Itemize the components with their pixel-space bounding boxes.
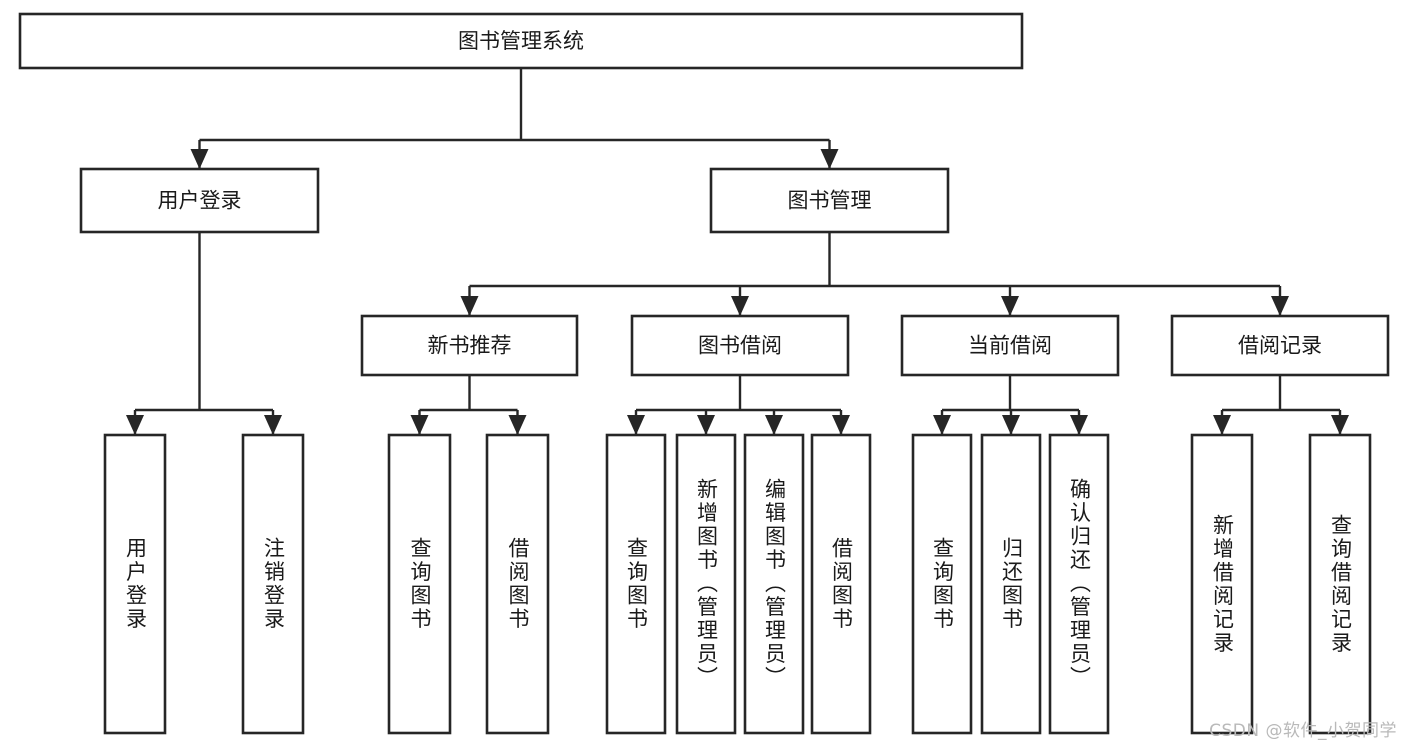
leaf-leaf-user-logout[interactable] — [241, 433, 305, 735]
node-user-login[interactable] — [79, 167, 320, 234]
arrow-to-leaf-query-borrow-record — [1331, 415, 1349, 435]
arrow-to-leaf-query-book-rec — [410, 415, 429, 435]
arrow-to-leaf-user-logout — [264, 415, 282, 435]
arrow-to-leaf-return-book — [1002, 415, 1020, 435]
node-label-user-login: 用户登录 — [158, 189, 242, 213]
leaf-leaf-user-login[interactable] — [103, 433, 167, 735]
arrow-to-book-management — [820, 149, 839, 169]
arrow-to-leaf-add-borrow-record — [1213, 415, 1231, 435]
arrow-to-leaf-borrow-book-rec — [508, 415, 527, 435]
arrow-to-new-book-recommend — [460, 296, 479, 316]
node-borrow-record[interactable] — [1170, 314, 1390, 377]
node-current-borrow[interactable] — [900, 314, 1120, 377]
leaf-leaf-borrow-book[interactable] — [810, 433, 872, 735]
node-label-root: 图书管理系统 — [458, 29, 584, 53]
leaf-leaf-return-book[interactable] — [980, 433, 1042, 735]
node-label-book-management: 图书管理 — [788, 189, 872, 213]
leaf-leaf-confirm-return-admin[interactable] — [1048, 433, 1110, 735]
leaf-leaf-query-book-current[interactable] — [911, 433, 973, 735]
leaf-leaf-edit-book-admin[interactable] — [743, 433, 805, 735]
node-book-management[interactable] — [709, 167, 950, 234]
arrow-to-borrow-record — [1271, 296, 1289, 316]
leaf-leaf-add-book-admin[interactable] — [675, 433, 737, 735]
arrow-to-leaf-add-book-admin — [697, 415, 715, 435]
node-root[interactable] — [18, 12, 1024, 70]
leaf-leaf-query-book-rec[interactable] — [387, 433, 452, 735]
node-label-book-borrow: 图书借阅 — [698, 334, 782, 358]
arrow-to-leaf-query-book-borrow — [627, 415, 645, 435]
arrow-to-user-login — [190, 149, 209, 169]
node-label-current-borrow: 当前借阅 — [968, 334, 1052, 358]
leaf-leaf-query-book-borrow[interactable] — [605, 433, 667, 735]
node-book-borrow[interactable] — [630, 314, 850, 377]
node-new-book-recommend[interactable] — [360, 314, 579, 377]
leaf-leaf-borrow-book-rec[interactable] — [485, 433, 550, 735]
node-label-new-book-recommend: 新书推荐 — [428, 334, 512, 358]
arrow-to-book-borrow — [731, 296, 749, 316]
arrow-to-current-borrow — [1001, 296, 1019, 316]
connector-layer — [126, 68, 1349, 435]
arrow-to-leaf-borrow-book — [832, 415, 850, 435]
watermark-text: CSDN @软件_小贺同学 — [1209, 721, 1397, 741]
node-label-borrow-record: 借阅记录 — [1238, 334, 1322, 358]
arrow-to-leaf-user-login — [126, 415, 144, 435]
leaf-leaf-add-borrow-record[interactable] — [1190, 433, 1254, 735]
arrow-to-leaf-query-book-current — [933, 415, 951, 435]
arrow-to-leaf-edit-book-admin — [765, 415, 783, 435]
arrow-to-leaf-confirm-return-admin — [1070, 415, 1088, 435]
leaf-leaf-query-borrow-record[interactable] — [1308, 433, 1372, 735]
